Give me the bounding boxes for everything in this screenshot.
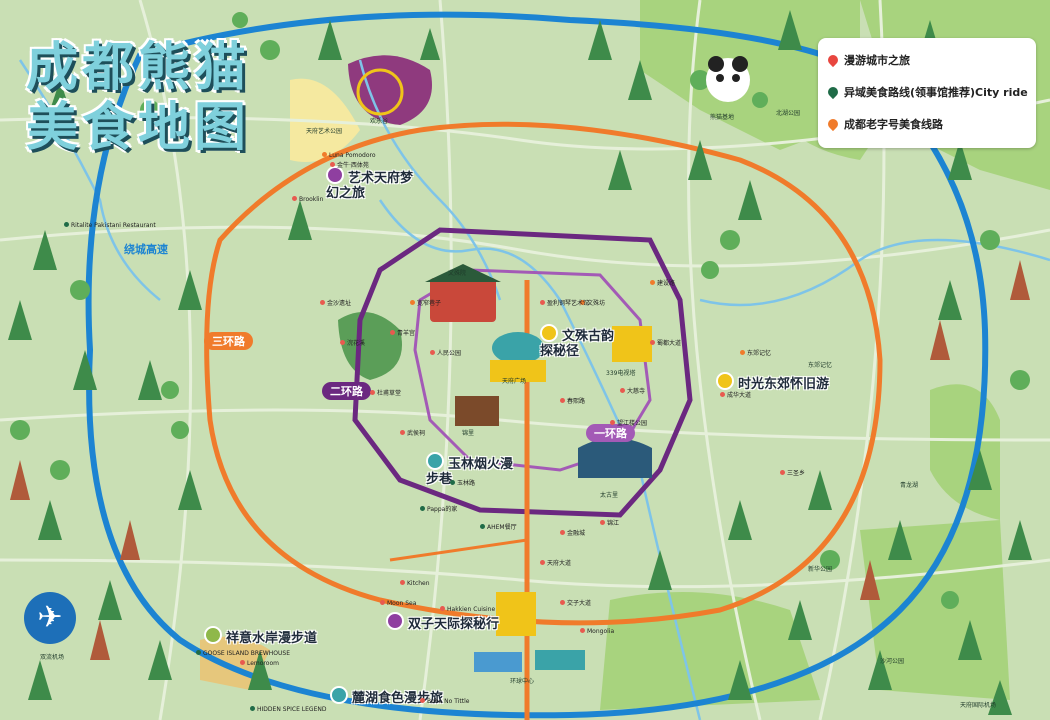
poi-marker[interactable]: 交子大道: [560, 600, 591, 607]
route-wenshu[interactable]: 文殊古韵探秘径: [540, 324, 620, 359]
road-label-first-ring: 一环路: [586, 424, 635, 442]
poi-marker[interactable]: 玉林路: [450, 480, 475, 487]
poi-label: 339电视塔: [606, 370, 636, 377]
poi-marker[interactable]: 望江楼公园: [610, 420, 647, 427]
poi-label: 沙河公园: [880, 658, 905, 665]
poi-marker[interactable]: 宽窄巷子: [410, 300, 441, 307]
legend-item[interactable]: 成都老字号美食线路: [825, 116, 943, 132]
poi-label: 青龙湖: [900, 482, 919, 489]
poi-label: 双流机场: [40, 654, 65, 661]
poi-label: 欢乐谷: [370, 118, 389, 125]
poi-marker[interactable]: 蜀都大道: [650, 340, 681, 347]
road-label-expressway: 绕城高速: [124, 243, 168, 256]
poi-marker[interactable]: Boba No Tittle: [420, 698, 469, 705]
poi-marker[interactable]: HIDDEN SPICE LEGEND: [250, 706, 326, 713]
poi-marker[interactable]: 成华大道: [720, 392, 751, 399]
poi-marker[interactable]: 武侯祠: [400, 430, 425, 437]
map-pin-icon: [825, 52, 841, 68]
poi-marker[interactable]: 文殊坊: [580, 300, 605, 307]
poi-marker[interactable]: 浣花溪: [340, 340, 365, 347]
poi-label: 熊猫基地: [710, 114, 735, 121]
poi-marker[interactable]: 天府大道: [540, 560, 571, 567]
route-art-tianfu[interactable]: 艺术天府梦幻之旅: [326, 166, 416, 201]
route-waterfront[interactable]: 祥意水岸漫步道: [204, 626, 317, 646]
poi-marker[interactable]: 青羊宫: [390, 330, 415, 337]
poi-marker[interactable]: 大慈寺: [620, 388, 645, 395]
poi-marker[interactable]: Moon Sea: [380, 600, 416, 607]
poi-marker[interactable]: 建设路: [650, 280, 675, 287]
route-marker-icon: [426, 452, 444, 470]
poi-label: 文殊院: [448, 270, 467, 277]
poi-marker[interactable]: 金融城: [560, 530, 585, 537]
poi-marker[interactable]: Lemoroom: [240, 660, 279, 667]
poi-marker[interactable]: Luna Pomodoro: [322, 152, 376, 159]
poi-marker[interactable]: Pappa的家: [420, 506, 457, 513]
map-legend: 漫游城市之旅 异域美食路线(领事馆推荐)City ride 成都老字号美食线路: [818, 38, 1036, 148]
route-east-suburb[interactable]: 时光东郊怀旧游: [716, 372, 829, 392]
route-marker-icon: [716, 372, 734, 390]
poi-marker[interactable]: Hakkien Cuisine: [440, 606, 495, 613]
poi-marker[interactable]: Brooklin: [292, 196, 323, 203]
poi-marker[interactable]: 春熙路: [560, 398, 585, 405]
poi-label: 北湖公园: [776, 110, 801, 117]
poi-marker[interactable]: Ritalite Pakistani Restaurant: [64, 222, 156, 229]
legend-item[interactable]: 漫游城市之旅: [825, 52, 910, 68]
poi-marker[interactable]: 盈利钢琴艺术馆: [540, 300, 589, 307]
poi-marker[interactable]: Kitchen: [400, 580, 430, 587]
poi-marker[interactable]: 三圣乡: [780, 470, 805, 477]
poi-marker[interactable]: GOOSE ISLAND BREWHOUSE: [196, 650, 290, 657]
poi-label: 新华公园: [808, 566, 833, 573]
road-label-second-ring: 二环路: [322, 382, 371, 400]
poi-marker[interactable]: 金沙遗址: [320, 300, 351, 307]
route-marker-icon: [386, 612, 404, 630]
map-pin-icon: [825, 116, 841, 132]
route-marker-icon: [204, 626, 222, 644]
poi-marker[interactable]: 金牛·西体苑: [330, 162, 369, 169]
poi-marker[interactable]: 东郊记忆: [740, 350, 771, 357]
poi-label: 天府国际机场: [960, 702, 997, 709]
map-title: 成都熊猫美食地图: [26, 38, 251, 158]
poi-label: 环球中心: [510, 678, 535, 685]
poi-marker[interactable]: AHEM餐厅: [480, 524, 517, 531]
poi-label: 太古里: [600, 492, 619, 499]
route-marker-icon: [330, 686, 348, 704]
route-twin-towers[interactable]: 双子天际探秘行: [386, 612, 499, 632]
poi-label: 天府广场: [502, 378, 527, 385]
poi-marker[interactable]: Mongolia: [580, 628, 614, 635]
poi-marker[interactable]: 锦江: [600, 520, 619, 527]
route-marker-icon: [540, 324, 558, 342]
map-pin-icon: [825, 84, 841, 100]
poi-label: 东郊记忆: [808, 362, 833, 369]
poi-label: 锦里: [462, 430, 475, 437]
road-label-third-ring: 三环路: [204, 332, 253, 350]
poi-marker[interactable]: 人民公园: [430, 350, 461, 357]
poi-label: 天府艺术公园: [306, 128, 343, 135]
airport-icon[interactable]: ✈: [24, 592, 76, 644]
route-yulin[interactable]: 玉林烟火漫步巷: [426, 452, 516, 487]
legend-item[interactable]: 异域美食路线(领事馆推荐)City ride: [825, 84, 1028, 100]
poi-marker[interactable]: 杜甫草堂: [370, 390, 401, 397]
